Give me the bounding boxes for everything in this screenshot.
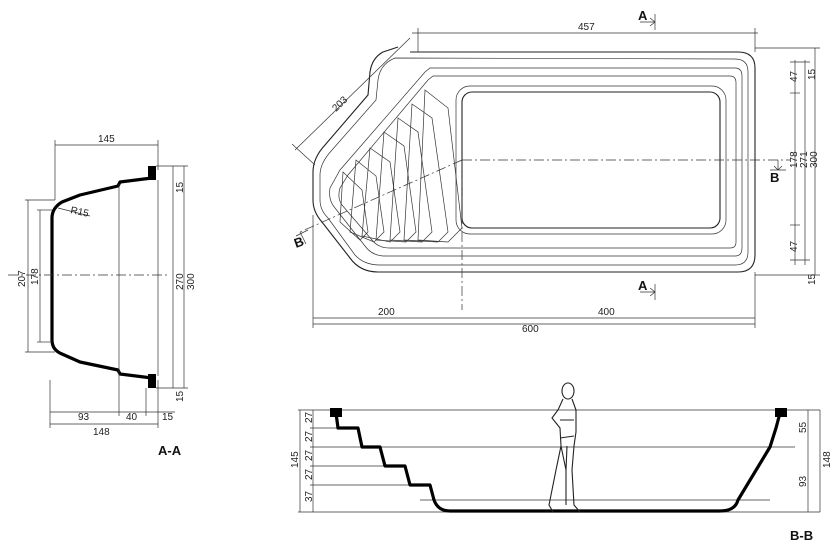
plan-marker-b-left: B — [292, 234, 306, 251]
bb-dim-right-top: 55 — [798, 421, 809, 433]
plan-dim-top-length: 457 — [578, 22, 595, 33]
human-figure — [548, 382, 581, 513]
aa-dim-bottom-c: 15 — [162, 412, 174, 423]
plan-marker-a-top: A — [638, 8, 648, 23]
plan-dim-right-total: 300 — [809, 151, 820, 168]
plan-dim-right-top-rim: 15 — [807, 68, 818, 80]
aa-dim-top-width: 145 — [98, 134, 115, 145]
aa-dim-rim-top: 15 — [175, 181, 186, 193]
aa-dim-left-outer: 207 — [17, 270, 28, 287]
plan-dim-left-part: 200 — [378, 307, 395, 318]
plan-dim-right-bottom-rim: 15 — [807, 273, 818, 285]
plan-outer-outline — [312, 46, 756, 273]
plan-dim-right-top-step: 47 — [789, 70, 800, 82]
plan-dim-right-inner: 178 — [789, 151, 800, 168]
aa-rim-top — [148, 166, 156, 180]
bb-dim-step-4: 27 — [304, 468, 315, 480]
bb-dim-step-2: 27 — [304, 430, 315, 442]
plan-marker-b-right: B — [770, 170, 779, 185]
plan-marker-a-bottom: A — [638, 278, 648, 293]
bb-dim-right-total: 148 — [822, 451, 833, 468]
plan-dim-diagonal: 203 — [330, 94, 350, 114]
bb-dim-left-total: 145 — [290, 451, 301, 468]
bb-profile-outline — [334, 412, 782, 513]
aa-dim-radius: R15 — [69, 205, 90, 220]
plan-dim-total-length: 600 — [522, 324, 539, 335]
aa-dim-bottom-b: 40 — [126, 412, 138, 423]
bb-dim-step-1: 27 — [304, 411, 315, 423]
aa-dim-left-inner: 178 — [30, 268, 41, 285]
bb-section-title: B-B — [790, 528, 813, 543]
aa-dim-right-inner: 270 — [175, 273, 186, 290]
aa-dim-rim-bottom: 15 — [175, 390, 186, 402]
section-aa: 145 R15 207 178 15 270 300 15 93 40 15 1… — [8, 134, 197, 458]
aa-profile-outline — [50, 170, 154, 386]
bb-dim-step-5: 37 — [304, 490, 315, 502]
plan-dim-right-mid: 271 — [799, 151, 810, 168]
section-bb: 145 27 27 27 27 37 55 93 148 B-B — [290, 382, 833, 543]
plan-view: A A B B 457 203 200 400 600 15 — [291, 8, 820, 335]
aa-dim-right-outer: 300 — [186, 273, 197, 290]
plan-dim-right-bottom-step: 47 — [789, 240, 800, 252]
bb-dim-right-bottom: 93 — [798, 475, 809, 487]
plan-steps — [339, 89, 463, 243]
plan-dim-right-part: 400 — [598, 307, 615, 318]
aa-section-title: A-A — [158, 443, 182, 458]
aa-dim-bottom-total: 148 — [93, 427, 110, 438]
aa-rim-bottom — [148, 374, 156, 388]
aa-dim-bottom-a: 93 — [78, 412, 90, 423]
bb-dim-step-3: 27 — [304, 449, 315, 461]
